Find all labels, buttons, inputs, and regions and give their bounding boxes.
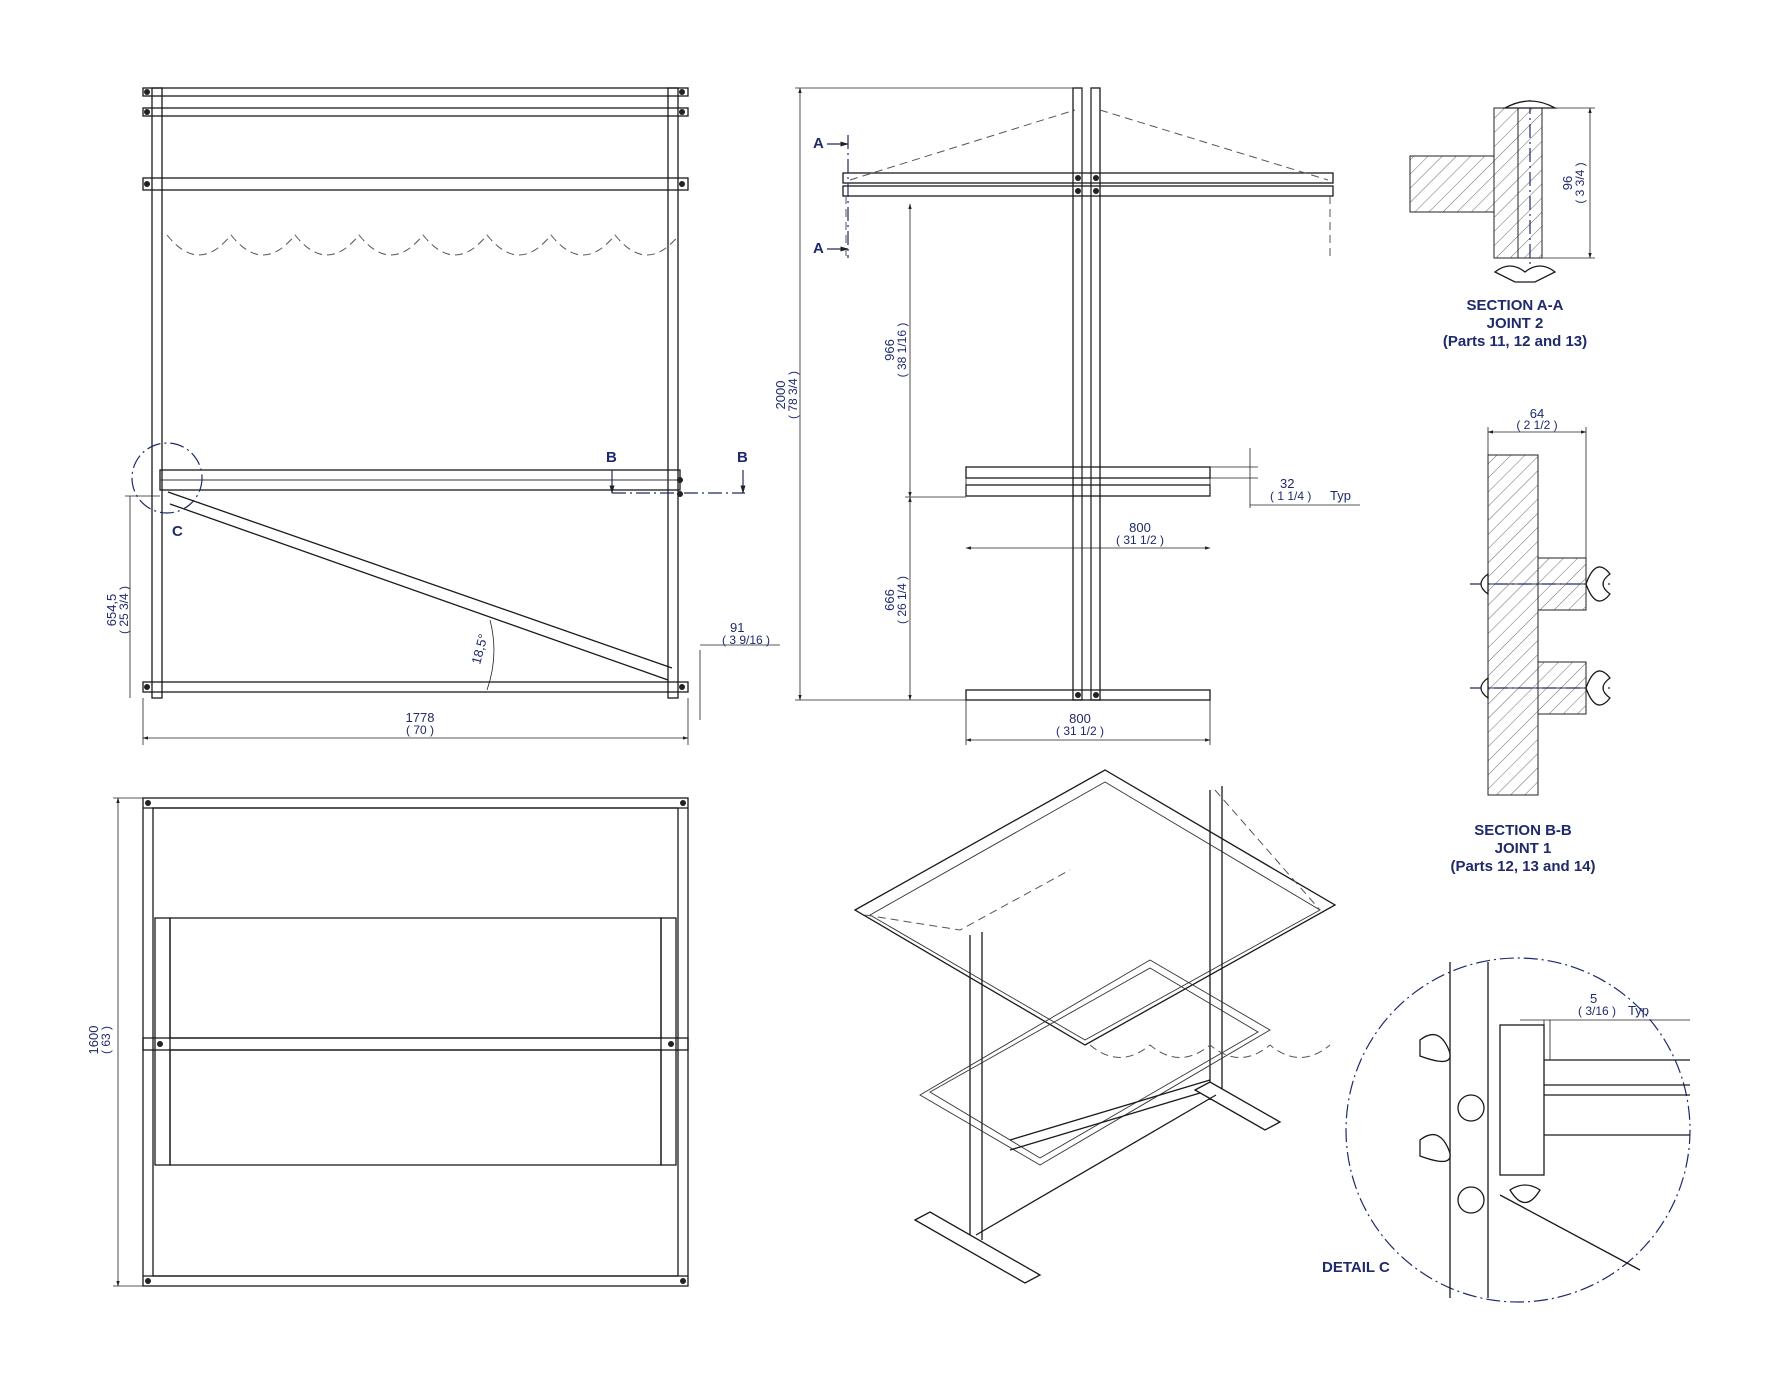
top-depth-in: ( 63 ) xyxy=(99,1026,113,1054)
detail-c-marker: C xyxy=(172,523,183,540)
detail-c-gap-in: ( 3/16 ) xyxy=(1578,1004,1616,1018)
side-shelf-width-in: ( 31 1/2 ) xyxy=(1116,533,1164,547)
section-bb-title: SECTION B-B xyxy=(1474,822,1572,839)
front-height-in: ( 25 3/4 ) xyxy=(117,586,131,634)
detail-c: 5 ( 3/16 ) Typ DETAIL C xyxy=(1322,957,1691,1303)
front-height-mm: 654,5 xyxy=(104,594,119,627)
side-total-in: ( 78 3/4 ) xyxy=(786,371,800,419)
side-upper-in: ( 38 1/16 ) xyxy=(895,323,909,378)
side-lower-in: ( 26 1/4 ) xyxy=(895,576,909,624)
isometric-view xyxy=(853,769,1337,1284)
brace-angle: 18,5° xyxy=(468,632,490,665)
section-aa-joint: JOINT 2 xyxy=(1487,315,1544,332)
section-aa-dim-mm: 96 xyxy=(1560,176,1575,190)
section-b-marker-left: B xyxy=(606,449,617,466)
top-view: 1600 ( 63 ) xyxy=(86,797,689,1287)
detail-c-title: DETAIL C xyxy=(1322,1259,1390,1276)
side-upper-mm: 966 xyxy=(882,339,897,361)
section-bb-parts: (Parts 12, 13 and 14) xyxy=(1450,858,1595,875)
side-view: A A 2000 ( 78 3/4 ) 966 ( 38 1/16 ) 666 … xyxy=(773,87,1360,745)
side-base-width-mm: 800 xyxy=(1069,711,1091,726)
section-aa-parts: (Parts 11, 12 and 13) xyxy=(1443,333,1587,350)
side-gap-mm: 32 xyxy=(1280,476,1294,491)
detail-c-gap-mm: 5 xyxy=(1590,991,1597,1006)
front-view: C B B 654,5 ( 25 3/4 ) 1778 ( 70 ) 18,5°… xyxy=(104,87,780,745)
front-width-mm: 1778 xyxy=(406,710,435,725)
detail-c-gap-typ: Typ xyxy=(1628,1003,1649,1018)
front-width-in: ( 70 ) xyxy=(406,723,434,737)
side-total-mm: 2000 xyxy=(773,381,788,410)
front-offset-in: ( 3 9/16 ) xyxy=(722,633,770,647)
side-gap-in: ( 1 1/4 ) xyxy=(1270,489,1311,503)
section-bb-dim-mm: 64 xyxy=(1530,406,1544,421)
section-a-a: 96 ( 3 3/4 ) SECTION A-A JOINT 2 (Parts … xyxy=(1409,100,1595,350)
section-aa-title: SECTION A-A xyxy=(1467,297,1564,314)
section-b-b: 64 ( 2 1/2 ) SECTION B-B JOINT 1 (Parts … xyxy=(1450,406,1611,875)
section-aa-dim-in: ( 3 3/4 ) xyxy=(1573,162,1587,203)
section-a-marker-bottom: A xyxy=(813,240,824,257)
section-b-marker-right: B xyxy=(737,449,748,466)
side-shelf-width-mm: 800 xyxy=(1129,520,1151,535)
section-bb-joint: JOINT 1 xyxy=(1495,840,1552,857)
side-gap-typ: Typ xyxy=(1330,488,1351,503)
side-lower-mm: 666 xyxy=(882,589,897,611)
front-offset-mm: 91 xyxy=(730,620,744,635)
side-base-width-in: ( 31 1/2 ) xyxy=(1056,724,1104,738)
section-a-marker-top: A xyxy=(813,135,824,152)
section-bb-dim-in: ( 2 1/2 ) xyxy=(1516,418,1557,432)
top-depth-mm: 1600 xyxy=(86,1026,101,1055)
